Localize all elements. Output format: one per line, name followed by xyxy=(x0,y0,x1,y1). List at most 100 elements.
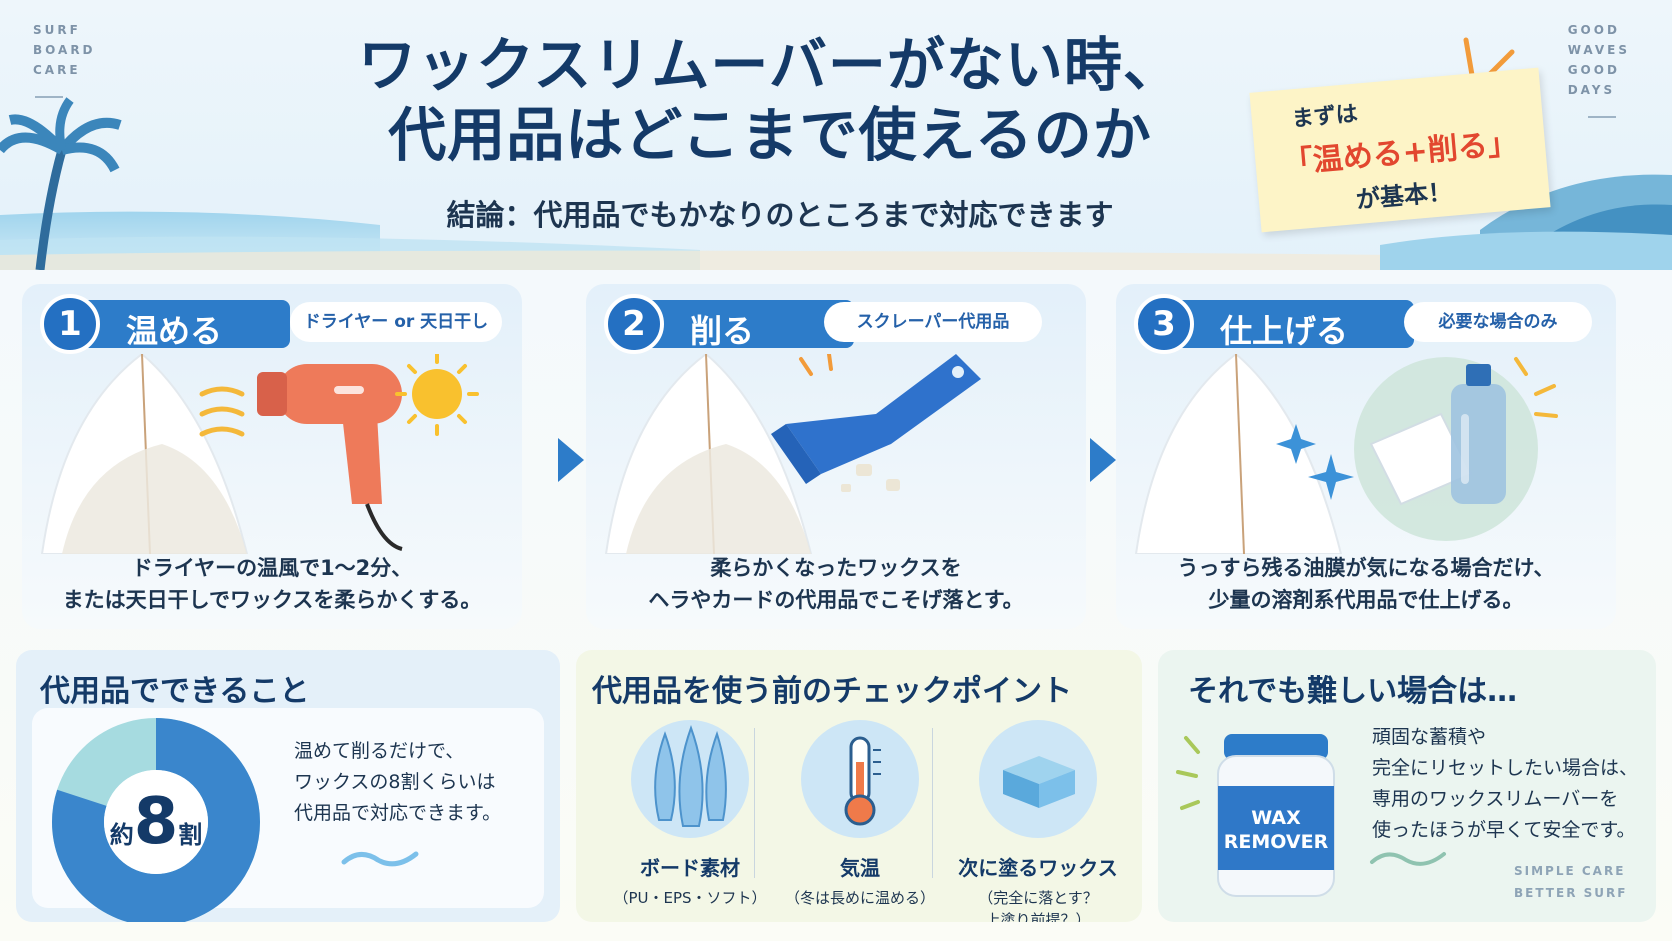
donut-prefix: 約 xyxy=(109,821,134,849)
step-header: 3 仕上げる xyxy=(1134,294,1414,354)
step-desc-line1: ドライヤーの温風で1〜2分、 xyxy=(131,556,413,580)
scrape-illustration xyxy=(604,354,981,554)
sun-icon xyxy=(395,354,479,436)
title-line2: 代用品はどこまで使えるのか xyxy=(388,101,1152,169)
step-desc-line2: 少量の溶剤系代用品で仕上げる。 xyxy=(1208,588,1524,612)
corner-right-divider xyxy=(1588,116,1616,118)
checkpoint-item-board: ボード素材 （PU・EPS・ソフト） xyxy=(600,720,780,909)
scraper-icon xyxy=(771,354,981,484)
step-number: 2 xyxy=(604,294,664,354)
step-card-finish: 3 仕上げる 必要な場合のみ うっすら残る油膜が気になる場合だけ、 少量の溶剤系… xyxy=(1116,284,1616,629)
checkpoint-title: 代用品を使う前のチェックポイント xyxy=(592,674,1072,709)
checkpoint-label: 次に塗るワックス xyxy=(958,856,1118,880)
solvent-bottle-icon xyxy=(1451,364,1506,504)
can-do-line1: 温めて削るだけで、 xyxy=(294,740,465,762)
difficult-card: それでも難しい場合は… WAX REMOVER 頑固な蓄積や 完全にリセットした… xyxy=(1158,650,1656,922)
difficult-line2: 完全にリセットしたい場合は、 xyxy=(1372,757,1639,779)
arrow-right-icon xyxy=(1090,438,1116,482)
step-title-bar xyxy=(1164,300,1414,348)
corner-right-line3: GOOD xyxy=(1567,63,1620,77)
footer-line2: BETTER SURF xyxy=(1514,886,1628,900)
donut-label: 約8割 xyxy=(50,716,262,922)
step-desc-line1: うっすら残る油膜が気になる場合だけ、 xyxy=(1177,556,1555,580)
corner-right-line4: DAYS xyxy=(1567,83,1616,97)
difficult-line3: 専用のワックスリムーバーを xyxy=(1372,788,1619,810)
wax-chips-icon xyxy=(841,464,900,492)
hair-dryer-icon xyxy=(257,364,403,551)
step-number: 1 xyxy=(40,294,100,354)
checkpoint-sub: （冬は長めに温める） xyxy=(784,889,935,907)
donut-chart xyxy=(52,718,260,922)
palm-tree-icon xyxy=(0,97,122,270)
checkpoint-label: ボード素材 xyxy=(640,856,740,880)
can-do-text: 温めて削るだけで、 ワックスの8割くらいは 代用品で対応できます。 xyxy=(294,736,501,829)
corner-left-divider xyxy=(35,96,63,98)
jar-label-line1: WAX xyxy=(1251,807,1301,829)
shine-icon xyxy=(1276,424,1354,500)
step-header: 2 削る xyxy=(604,294,864,354)
board-material-icon xyxy=(631,720,749,838)
warm-illustration xyxy=(40,354,479,554)
surfboard-icon xyxy=(1134,354,1343,554)
sparkle-lines-icon xyxy=(1176,736,1200,810)
divider xyxy=(932,728,933,878)
checkpoint-card: 代用品を使う前のチェックポイント ボード素材 （PU・EPS・ソフト） 気温 （… xyxy=(576,650,1142,922)
corner-left-line2: BOARD xyxy=(33,43,96,57)
finish-illustration xyxy=(1134,354,1558,554)
step-header: 1 温める xyxy=(40,294,300,354)
donut-suffix: 割 xyxy=(178,821,203,849)
divider xyxy=(754,728,755,878)
page-subtitle: 結論：代用品でもかなりのところまで対応できます xyxy=(446,198,1114,232)
can-do-title: 代用品でできること xyxy=(40,674,310,709)
thermometer-icon xyxy=(801,720,919,838)
step-title-bar xyxy=(634,300,854,348)
corner-left-line3: CARE xyxy=(33,63,81,77)
donut-filled xyxy=(52,718,260,922)
step-title-bar xyxy=(70,300,290,348)
corner-right-line2: WAVES xyxy=(1567,43,1630,57)
wave-icon xyxy=(341,851,419,867)
difficult-line4: 使ったほうが早くて安全です。 xyxy=(1372,819,1636,841)
checkpoint-item-wax: 次に塗るワックス （完全に落とす？ 上塗り前提？） xyxy=(948,720,1128,922)
step-title: 仕上げる xyxy=(1220,312,1349,350)
step-number: 3 xyxy=(1134,294,1194,354)
step-title: 削る xyxy=(690,312,755,350)
corner-text-right: GOOD WAVES GOOD DAYS xyxy=(1568,20,1630,100)
step-description: うっすら残る油膜が気になる場合だけ、 少量の溶剤系代用品で仕上げる。 xyxy=(1116,552,1616,616)
page-title: ワックスリムーバーがない時、 代用品はどこまで使えるのか xyxy=(270,30,1270,170)
step-description: 柔らかくなったワックスを ヘラやカードの代用品でこそげ落とす。 xyxy=(586,552,1086,616)
step-tag: スクレーパー代用品 xyxy=(824,302,1042,342)
can-do-card: 代用品でできること 約8割 温めて削るだけで、 ワックスの8割くらいは 代用品で… xyxy=(16,650,560,922)
sparkle-lines-icon xyxy=(1514,357,1558,418)
checkpoint-sub-line1: （完全に落とす？ xyxy=(978,889,1098,907)
difficult-text: 頑固な蓄積や 完全にリセットしたい場合は、 専用のワックスリムーバーを 使ったほ… xyxy=(1372,722,1638,846)
step-tag: 必要な場合のみ xyxy=(1404,302,1592,342)
step-tag: ドライヤー or 天日干し xyxy=(290,302,502,342)
step-card-scrape: 2 削る スクレーパー代用品 柔らかくなったワックスを ヘラやカードの代用品でこ… xyxy=(586,284,1086,629)
wax-bar-icon xyxy=(979,720,1097,838)
checkpoint-sub-line2: 上塗り前提？） xyxy=(985,911,1091,922)
step-desc-line1: 柔らかくなったワックスを xyxy=(710,556,962,580)
step-card-warm: 1 温める ドライヤー or 天日干し xyxy=(22,284,522,629)
corner-right-line1: GOOD xyxy=(1567,23,1620,37)
arrow-right-icon xyxy=(558,438,584,482)
wax-remover-jar-icon: WAX REMOVER xyxy=(1176,734,1335,897)
checkpoint-label: 気温 xyxy=(840,856,880,880)
checkpoint-sub: （完全に落とす？ 上塗り前提？） xyxy=(948,887,1128,922)
wave-icon xyxy=(1370,852,1446,866)
step-desc-line2: または天日干しでワックスを柔らかくする。 xyxy=(62,588,482,612)
can-do-line2: ワックスの8割くらいは xyxy=(294,771,496,793)
difficult-line1: 頑固な蓄積や xyxy=(1372,726,1487,748)
corner-left-line1: SURF xyxy=(33,23,81,37)
step-title: 温める xyxy=(126,312,223,350)
title-line1: ワックスリムーバーがない時、 xyxy=(358,31,1182,99)
warm-air-icon xyxy=(199,386,245,437)
difficult-title: それでも難しい場合は… xyxy=(1188,674,1518,709)
footer-line1: SIMPLE CARE xyxy=(1514,864,1626,878)
checkpoint-sub: （PU・EPS・ソフト） xyxy=(613,889,767,907)
step-description: ドライヤーの温風で1〜2分、 または天日干しでワックスを柔らかくする。 xyxy=(22,552,522,616)
checkpoint-item-temp: 気温 （冬は長めに温める） xyxy=(770,720,950,909)
footer-tag: SIMPLE CARE BETTER SURF xyxy=(1514,860,1627,904)
sparkle-lines-icon xyxy=(799,354,833,376)
step-desc-line2: ヘラやカードの代用品でこそげ落とす。 xyxy=(648,588,1024,612)
